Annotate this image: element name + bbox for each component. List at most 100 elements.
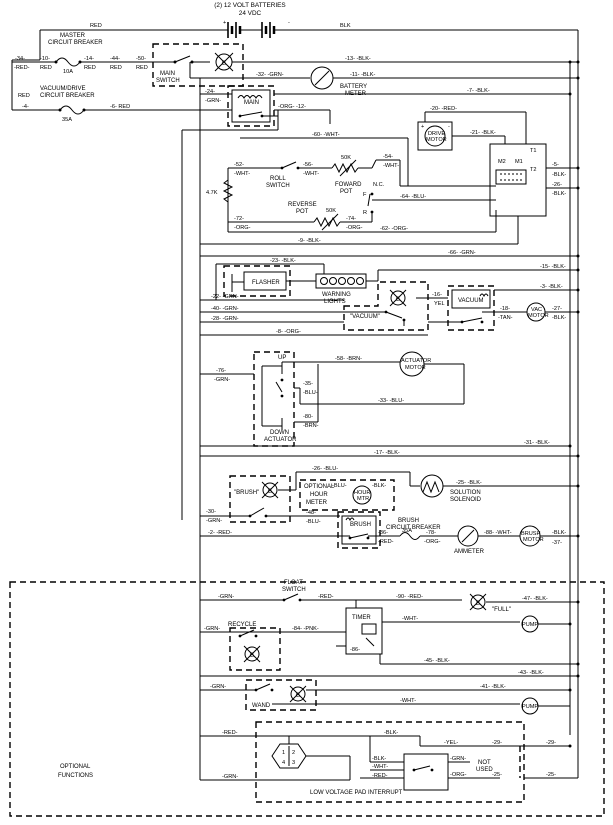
main-switch-label: MAIN: [160, 71, 175, 77]
actuator-switch: UP DOWN ACTUATOR: [253, 351, 297, 447]
recycle-label: RECYCLE: [228, 622, 256, 628]
recycle-switch: G: [229, 627, 281, 671]
wire-47: -47- -BLK-: [522, 596, 548, 602]
wire-30-color: -GRN-: [206, 518, 222, 524]
brush-switch: G "BRUSH": [229, 475, 291, 523]
pad-pin-4: 4: [282, 760, 285, 766]
wire-25: -25- -BLK-: [456, 480, 482, 486]
master-circuit-breaker: [55, 57, 81, 67]
drive-motor-box: DRIVE MOTOR + -: [417, 121, 453, 151]
wire-78-color: -ORG-: [424, 539, 441, 545]
rev-pot-label2: POT: [296, 209, 309, 215]
wire-34: -34-: [15, 56, 25, 62]
fwd-pot-value: 50K: [341, 155, 351, 161]
wire-14-color: RED: [84, 65, 96, 71]
wire-40: -40- -GRN-: [211, 306, 239, 312]
master-cb-rating: 10A: [63, 69, 73, 75]
wire-50-color: RED: [136, 65, 148, 71]
wire-wht-relay: -WHT-: [372, 764, 388, 770]
hour-meter: [352, 485, 372, 505]
vac-motor-label2: MOTOR: [528, 313, 549, 319]
wire-25c: -25-: [546, 772, 556, 778]
wire-44-color: RED: [110, 65, 122, 71]
terminal-t1: T1: [530, 148, 537, 154]
wire-4: -4-: [22, 104, 29, 110]
wand-lamp-g: G: [296, 693, 301, 699]
wire-grn-wand: -GRN-: [210, 684, 226, 690]
wire-35: -35-: [303, 381, 313, 387]
wire-23: -23- -BLK-: [270, 258, 296, 264]
battery-meter-label: BATTERY: [340, 84, 367, 90]
wire-18-color: -TAN-: [498, 315, 513, 321]
solution-solenoid-label2: SOLENOID: [450, 497, 482, 503]
wire-17: -17- -BLK-: [374, 450, 400, 456]
wire-red-left: RED: [18, 93, 30, 99]
wire-red-relay: -RED-: [372, 773, 388, 779]
wire-72: -72-: [234, 216, 244, 222]
main-switch-label2: SWITCH: [156, 78, 180, 84]
wire-74: -74-: [346, 216, 356, 222]
wire-56-color: -WHT-: [303, 171, 319, 177]
vacuum-contactor-label: VACUUM: [458, 298, 484, 304]
relay: [403, 753, 449, 791]
controller-connector: [495, 169, 527, 185]
wire-62: -62- -ORG-: [380, 226, 408, 232]
wire-90: -90- -RED-: [396, 594, 423, 600]
low-voltage-label: LOW VOLTAGE PAD INTERRUPT: [310, 790, 403, 796]
battery-minus: -: [288, 20, 290, 26]
wire-3: -3- -BLK-: [540, 284, 563, 290]
wire-64: -64- -BLU-: [400, 194, 426, 200]
master-cb-label: MASTER: [60, 33, 86, 39]
wire-grn-recycle: -GRN-: [204, 626, 220, 632]
wire-yel-low: -YEL-: [444, 740, 458, 746]
wire-27: -27-: [552, 306, 562, 312]
not-label: NOT: [478, 760, 491, 766]
wire-34-color: -RED-: [14, 65, 30, 71]
wire-36-color: -RED-: [378, 539, 394, 545]
wire-37: -37-: [552, 540, 562, 546]
wire-28: -28- -GRN-: [211, 316, 239, 322]
wire-26: -26-: [552, 182, 562, 188]
optional-functions-label: OPTIONAL: [60, 764, 91, 770]
wire-32: -32- -GRN-: [256, 72, 284, 78]
pump-1-label: PUMP: [522, 622, 538, 628]
optional-hour-meter: OPTIONAL HOUR METER HOUR MTR -BLU- -BLK-: [299, 479, 395, 511]
optional-wire-blk: -BLK-: [372, 483, 386, 489]
wire-45: -45- -BLK-: [424, 658, 450, 664]
float-switch: [283, 593, 299, 601]
drive-motor: [424, 125, 446, 147]
wire-9: -9- -BLK-: [298, 238, 321, 244]
wire-50: -50-: [136, 56, 146, 62]
vac-cb-label2: CIRCUIT BREAKER: [40, 93, 95, 99]
optional-wire-blu: -BLU-: [332, 483, 347, 489]
nc-switch: [367, 193, 371, 207]
full-lamp-label: "FULL": [492, 607, 511, 613]
wire-wht-timer: -WHT-: [402, 616, 418, 622]
master-cb-label2: CIRCUIT BREAKER: [48, 40, 103, 46]
wire-26-color: -BLK-: [552, 191, 566, 197]
wire-16-color: YEL: [434, 301, 445, 307]
vac-cb-rating: 35A: [62, 117, 72, 123]
wire-52-color: -WHT-: [234, 171, 250, 177]
wire-48: -48-: [306, 510, 316, 516]
wire-5: -5-: [552, 162, 559, 168]
wire-35-color: -BLU-: [303, 390, 318, 396]
optional-functions-label2: FUNCTIONS: [58, 773, 93, 779]
forward-pot: [331, 162, 359, 174]
wire-grn-relay: -GRN-: [450, 756, 466, 762]
wire-2: -2- -RED-: [208, 530, 232, 536]
wire-14: -14-: [84, 56, 94, 62]
main-switch-lamp-g: G: [222, 61, 227, 67]
wire-66: -66- -GRN-: [448, 250, 476, 256]
title-line2: 24 VDC: [239, 10, 262, 17]
resistor-4-7k: [222, 179, 234, 203]
pad-pin-3: 3: [292, 760, 295, 766]
wire-grn-float: -GRN-: [218, 594, 234, 600]
roll-switch-label2: SWITCH: [266, 183, 290, 189]
pad-connector: 1 2 3 4: [271, 743, 307, 769]
title-line1: (2) 12 VOLT BATTERIES: [214, 2, 285, 9]
wire-wht-wand: -WHT-: [400, 698, 416, 704]
terminal-r: R: [363, 210, 367, 216]
wire-26b: -26- -BLU-: [312, 466, 338, 472]
